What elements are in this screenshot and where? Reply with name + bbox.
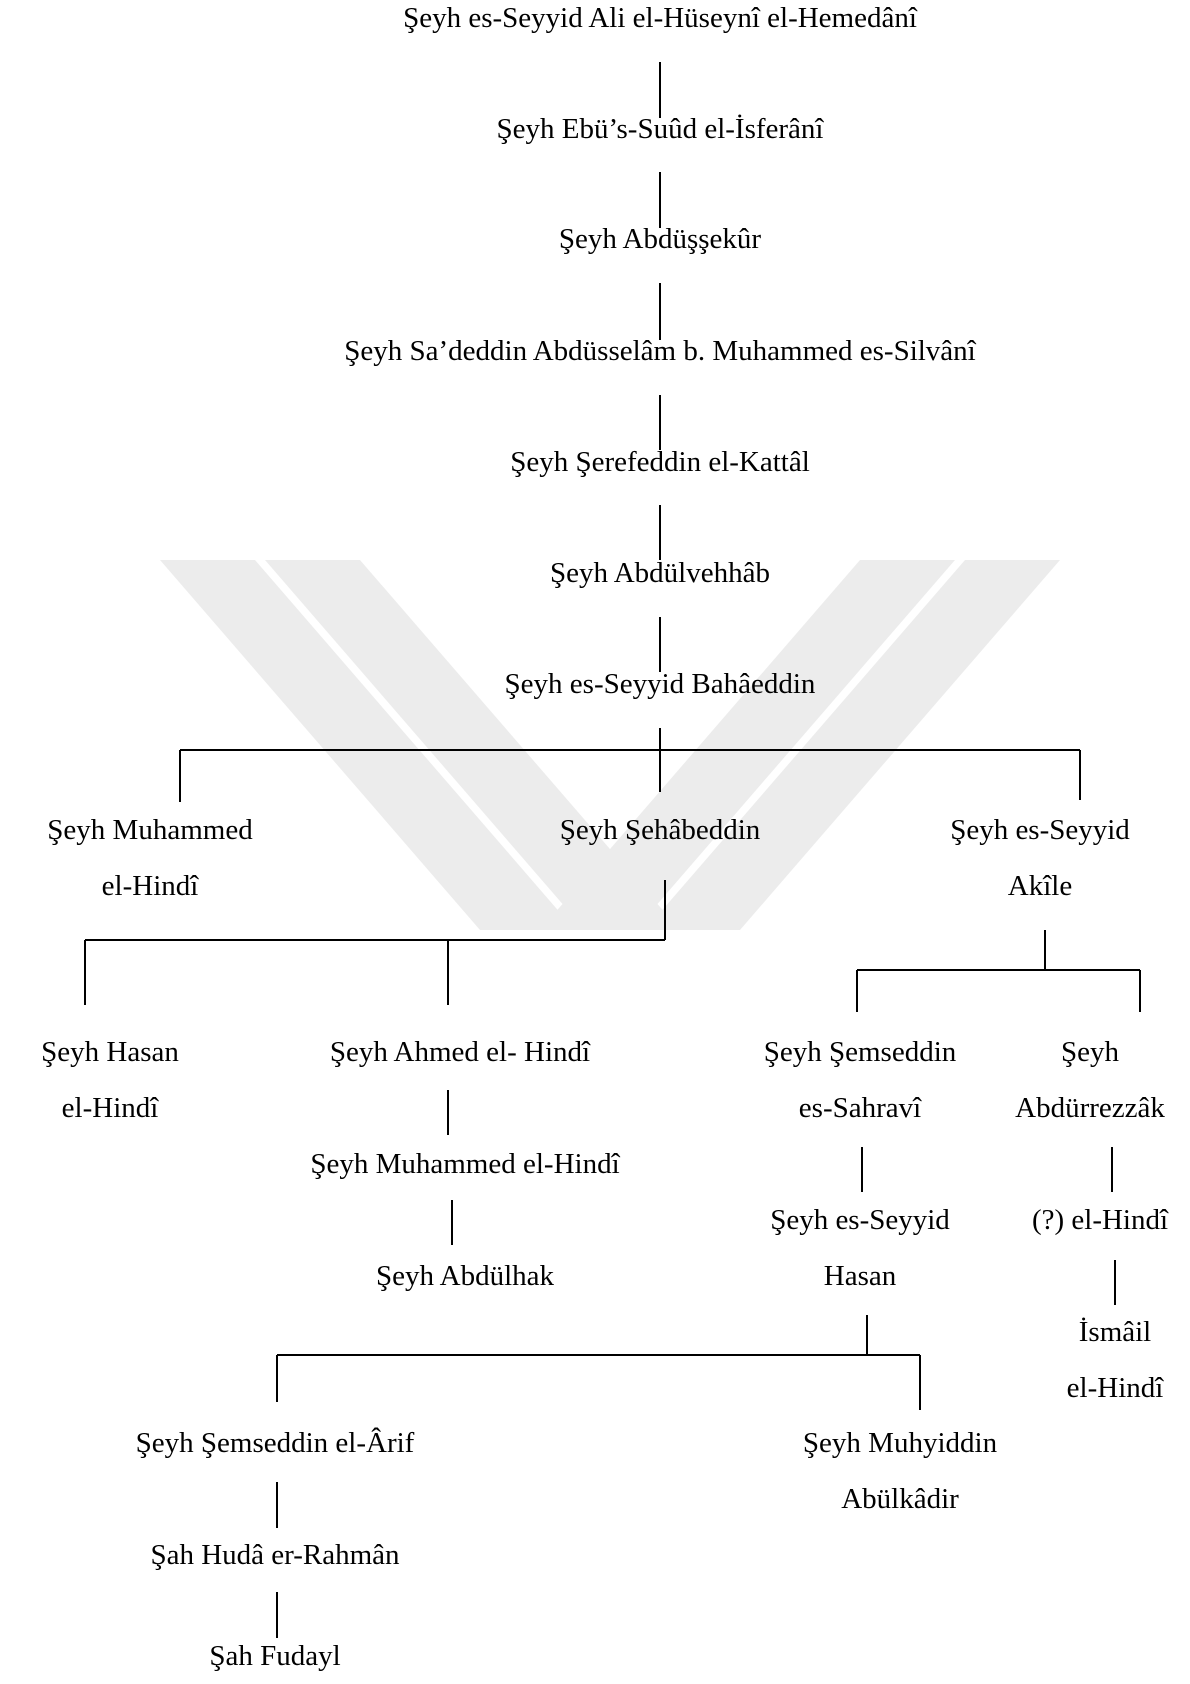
node-unknown-hindi: (?) el-Hindî	[1010, 1192, 1190, 1248]
node-abdussekur: Şeyh Abdüşşekûr	[460, 211, 860, 267]
node-line: el-Hindî	[61, 1092, 159, 1124]
node-line: Şeyh es-Seyyid	[950, 814, 1130, 846]
node-hasan-hindi: Şeyh Hasan el-Hindî	[10, 1024, 210, 1136]
wm-bar-2	[265, 560, 680, 930]
node-line: Şeyh Hasan	[41, 1036, 179, 1068]
node-muhammed-hindi-1: Şeyh Muhammed el-Hindî	[20, 802, 280, 914]
node-sehabeddin: Şeyh Şehâbeddin	[510, 802, 810, 858]
node-fudayl: Şah Fudayl	[160, 1628, 390, 1684]
node-line: Akîle	[1007, 870, 1073, 902]
node-semseddin-sahravi: Şeyh Şemseddin es-Sahravî	[730, 1024, 990, 1136]
node-line: Şeyh Ebü’s-Suûd el-İsferânî	[496, 113, 824, 145]
node-line: es-Sahravî	[798, 1092, 922, 1124]
node-line: Şeyh Sa’deddin Abdüsselâm b. Muhammed es…	[344, 335, 976, 367]
node-semseddin-arif: Şeyh Şemseddin el-Ârif	[110, 1415, 440, 1471]
node-line: el-Hindî	[101, 870, 199, 902]
node-line: Şeyh Ahmed el- Hindî	[329, 1036, 591, 1068]
node-abdulhak: Şeyh Abdülhak	[340, 1248, 590, 1304]
node-line: Şeyh Şemseddin	[763, 1036, 957, 1068]
node-line: Şeyh Şerefeddin el-Kattâl	[510, 446, 810, 478]
node-line: Hasan	[823, 1260, 897, 1292]
node-line: İsmâil	[1078, 1316, 1152, 1348]
wm-bar-3	[540, 560, 955, 930]
node-line: el-Hindî	[1066, 1372, 1164, 1404]
node-muhammed-hindi-2: Şeyh Muhammed el-Hindî	[285, 1136, 645, 1192]
wm-bar-4	[645, 560, 1060, 930]
node-line: Şeyh es-Seyyid Bahâeddin	[504, 668, 816, 700]
node-abdurrezzak: Şeyh Abdürrezzâk	[1000, 1024, 1180, 1136]
node-serefeddin: Şeyh Şerefeddin el-Kattâl	[410, 434, 910, 490]
node-ahmed-hindi: Şeyh Ahmed el- Hindî	[290, 1024, 630, 1080]
node-line: Şah Fudayl	[209, 1640, 341, 1672]
wm-bar-1	[160, 560, 575, 930]
node-line: Abülkâdir	[841, 1483, 959, 1515]
node-bahaeddin: Şeyh es-Seyyid Bahâeddin	[410, 656, 910, 712]
node-line: Şeyh	[1061, 1036, 1119, 1068]
node-huda-rahman: Şah Hudâ er-Rahmân	[120, 1527, 430, 1583]
node-line: Şeyh Muhammed el-Hindî	[310, 1148, 620, 1180]
node-seyyid-hasan: Şeyh es-Seyyid Hasan	[730, 1192, 990, 1304]
node-line: Şeyh Abdülvehhâb	[550, 557, 770, 589]
node-ebussuud: Şeyh Ebü’s-Suûd el-İsferânî	[410, 101, 910, 157]
node-line: Şah Hudâ er-Rahmân	[150, 1539, 400, 1571]
node-line: Şeyh Muhyiddin	[802, 1427, 998, 1459]
node-line: Şeyh Şehâbeddin	[559, 814, 761, 846]
node-saddeddin: Şeyh Sa’deddin Abdüsselâm b. Muhammed es…	[250, 323, 1070, 379]
node-line: Şeyh Şemseddin el-Ârif	[135, 1427, 415, 1459]
node-line: Şeyh es-Seyyid	[770, 1204, 950, 1236]
node-muhyiddin: Şeyh Muhyiddin Abülkâdir	[770, 1415, 1030, 1527]
node-line: Şeyh es-Seyyid Ali el-Hüseynî el-Hemedân…	[403, 2, 917, 34]
node-abdulvehhab: Şeyh Abdülvehhâb	[460, 545, 860, 601]
node-line: Şeyh Muhammed	[47, 814, 253, 846]
node-ismail-hindi: İsmâil el-Hindî	[1040, 1304, 1190, 1416]
node-line: Abdürrezzâk	[1015, 1092, 1165, 1124]
node-line: Şeyh Abdüşşekûr	[558, 223, 762, 255]
node-line: (?) el-Hindî	[1031, 1204, 1169, 1236]
node-akile: Şeyh es-Seyyid Akîle	[920, 802, 1160, 914]
node-ali-hemedani: Şeyh es-Seyyid Ali el-Hüseynî el-Hemedân…	[310, 0, 1010, 46]
node-line: Şeyh Abdülhak	[375, 1260, 555, 1292]
